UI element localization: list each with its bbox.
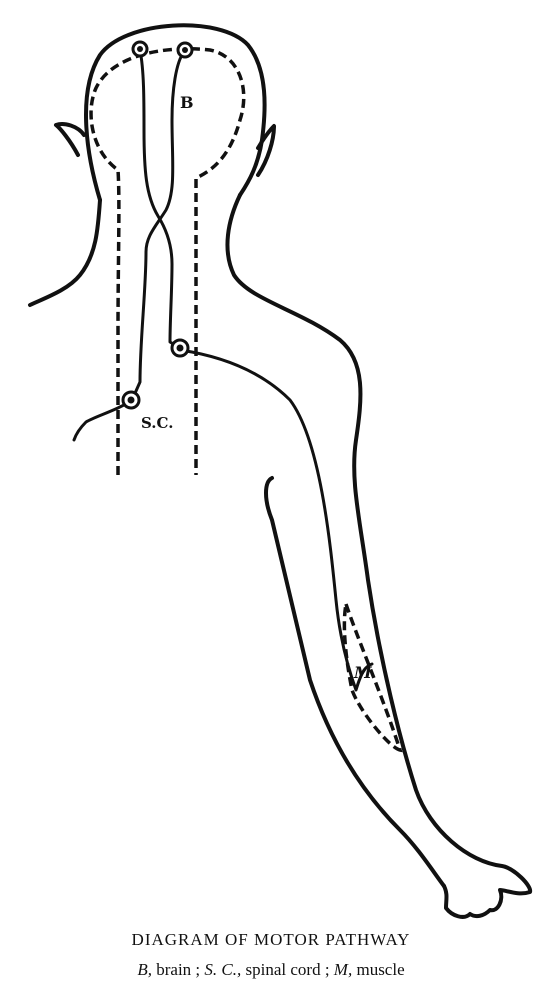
brain-label: B (180, 93, 194, 112)
legend-key-spinal-cord: S. C., (204, 960, 242, 979)
left-ear (54, 122, 86, 157)
spinal-node-lower (121, 390, 141, 410)
caption-title: DIAGRAM OF MOTOR PATHWAY (131, 930, 411, 949)
legend-desc-muscle: muscle (352, 960, 405, 979)
lower-motor-neuron-fiber (178, 348, 374, 692)
crossing-motor-fiber (138, 48, 182, 350)
muscle-label: M (353, 663, 373, 682)
legend-desc-brain: brain ; (152, 960, 205, 979)
brain-spinal-outline (89, 47, 246, 475)
brain-node-left (131, 40, 149, 58)
legend-key-brain: B, (137, 960, 152, 979)
spinal-exit-nerve (72, 398, 134, 442)
right-arm-outer-outline (225, 193, 533, 919)
right-arm-inner-outline (264, 476, 446, 888)
muscle-outline (342, 603, 403, 753)
figure-caption: DIAGRAM OF MOTOR PATHWAY B, brain ; S. C… (0, 930, 542, 980)
legend-key-muscle: M, (333, 960, 353, 979)
spinal-cord-label: S.C. (141, 414, 173, 432)
caption-legend: B, brain ; S. C., spinal cord ; M, muscl… (0, 960, 542, 980)
right-ear (256, 124, 276, 177)
head-outline (84, 23, 267, 202)
left-shoulder-outline (28, 198, 102, 307)
brain-node-right (176, 41, 194, 59)
legend-desc-spinal-cord: spinal cord ; (241, 960, 334, 979)
spinal-node-upper (170, 338, 190, 358)
upper-motor-neuron-fiber (130, 50, 186, 402)
